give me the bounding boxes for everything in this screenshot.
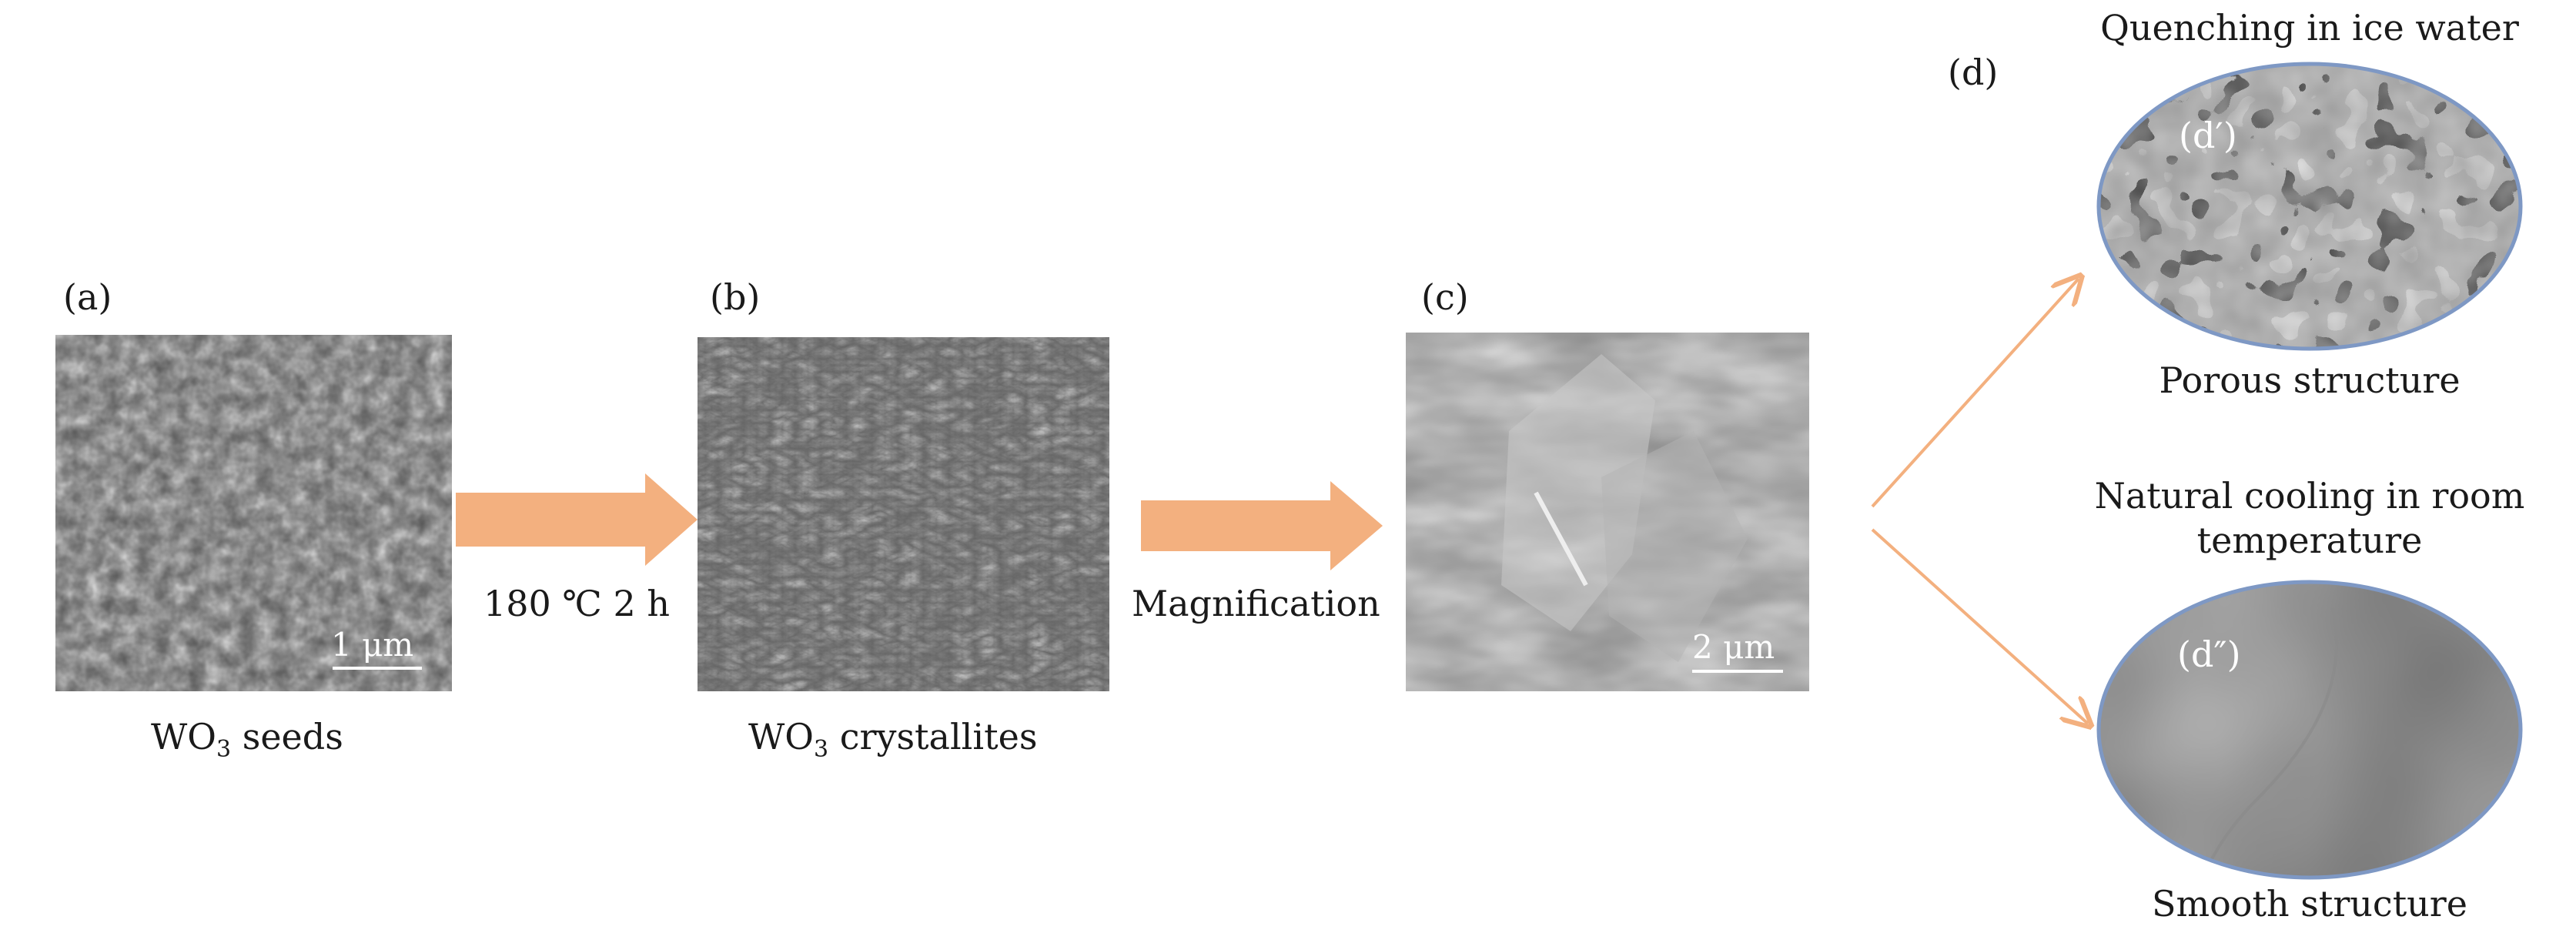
arrow-b-to-c-label: Magnification bbox=[1132, 583, 1380, 624]
panel-b-caption-main: WO bbox=[748, 716, 814, 757]
panel-d1-caption: Porous structure bbox=[2159, 359, 2460, 401]
panel-c-flake-edge bbox=[1534, 491, 1588, 587]
panel-d2-caption: Smooth structure bbox=[2152, 883, 2467, 925]
panel-d2-image bbox=[2099, 582, 2521, 878]
panel-c-image: 2 μm bbox=[1406, 333, 1809, 691]
panel-c-flake-2 bbox=[1601, 431, 1748, 662]
panel-b-texture bbox=[698, 337, 1109, 691]
panel-a-caption-main: WO bbox=[151, 716, 216, 757]
arrow-to-smooth bbox=[1871, 528, 2088, 724]
panel-a-caption-rest: seeds bbox=[231, 716, 343, 757]
panel-c-label: (c) bbox=[1421, 276, 1469, 318]
panel-a-caption-sub: 3 bbox=[216, 736, 231, 763]
panel-b-image bbox=[698, 337, 1109, 691]
panel-a-scale-label: 1 μm bbox=[331, 626, 413, 664]
panel-b-label: (b) bbox=[710, 276, 760, 318]
panel-d2-texture bbox=[2099, 582, 2521, 878]
panel-d1-texture bbox=[2099, 64, 2521, 349]
panel-d-label: (d) bbox=[1948, 52, 1998, 93]
panel-c-scale-label: 2 μm bbox=[1692, 628, 1775, 666]
panel-d2-inner-label: (d″) bbox=[2177, 634, 2241, 675]
panel-a-label: (a) bbox=[63, 276, 112, 318]
panel-b-caption: WO3 crystallites bbox=[748, 716, 1037, 763]
panel-d2-title-line1: Natural cooling in room bbox=[2095, 475, 2525, 517]
arrow-to-porous bbox=[1871, 279, 2079, 508]
panel-a-caption: WO3 seeds bbox=[151, 716, 343, 763]
panel-d2-title-line2: temperature bbox=[2197, 520, 2423, 561]
panel-d1-image bbox=[2099, 64, 2521, 349]
panel-b-caption-rest: crystallites bbox=[828, 716, 1037, 757]
panel-d2-crease bbox=[2200, 607, 2339, 878]
panel-d2-border bbox=[2096, 580, 2523, 880]
panel-d1-title: Quenching in ice water bbox=[2100, 7, 2519, 48]
panel-b-caption-sub: 3 bbox=[814, 736, 828, 763]
panel-d1-inner-label: (d′) bbox=[2179, 115, 2237, 156]
arrow-b-to-c bbox=[1141, 481, 1383, 570]
panel-a-image: 1 μm bbox=[55, 335, 452, 691]
panel-a-texture bbox=[55, 335, 452, 691]
arrow-a-to-b bbox=[456, 473, 698, 566]
panel-d1-border bbox=[2096, 62, 2523, 351]
arrow-a-to-b-label: 180 ℃ 2 h bbox=[483, 583, 670, 624]
